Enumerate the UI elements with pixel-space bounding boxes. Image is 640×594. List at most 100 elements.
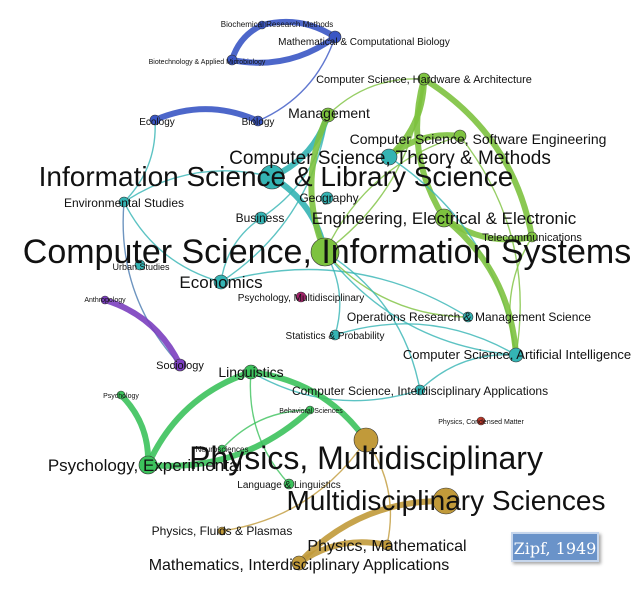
node-label-computer-science-interdisciplinary-applications: Computer Science, Interdisciplinary Appl… <box>292 384 548 398</box>
node-physics-condensed-matter[interactable] <box>476 416 486 426</box>
edge-csinter-csai <box>419 353 517 391</box>
node-ecology[interactable] <box>149 114 161 126</box>
node-physics-multidisciplinary[interactable] <box>353 427 379 453</box>
node-computer-science-software-engineering[interactable] <box>453 129 467 143</box>
node-label-physics-condensed-matter: Physics, Condensed Matter <box>438 419 524 426</box>
node-label-geography: Geography <box>299 191 358 205</box>
node-information-science-library-science[interactable] <box>259 164 285 190</box>
node-statistics-probability[interactable] <box>329 329 341 341</box>
node-computer-science-hardware-architecture[interactable] <box>417 72 431 86</box>
node-computer-science-theory-methods[interactable] <box>380 148 398 166</box>
edge-management-cshw <box>327 78 425 116</box>
node-operations-research-management-science[interactable] <box>462 311 474 323</box>
node-management[interactable] <box>320 107 336 123</box>
node-physics-mathematical[interactable] <box>381 539 393 551</box>
node-label-computer-science-artificial-intelligence: Computer Science, Artificial Intelligenc… <box>403 347 631 362</box>
node-label-anthropology: Anthropology <box>84 297 126 304</box>
node-computer-science-information-systems[interactable] <box>310 237 340 267</box>
node-label-management: Management <box>288 105 370 121</box>
node-label-computer-science-software-engineering: Computer Science, Software Engineering <box>350 131 607 147</box>
node-label-telecommunications: Telecommunications <box>482 232 582 244</box>
edge-telecom-csai <box>509 236 533 356</box>
node-label-biology: Biology <box>242 117 275 128</box>
node-psychology-multidisciplinary[interactable] <box>295 291 307 303</box>
edge-ecology-envst <box>123 119 156 203</box>
node-label-urban-studies: Urban Studies <box>112 262 170 272</box>
node-label-business: Business <box>236 211 285 225</box>
edge-cshw-telecom <box>421 76 535 240</box>
node-label-behavioral-sciences: Behavioral Sciences <box>279 408 343 415</box>
node-label-biotechnology-applied-microbiology: Biotechnology & Applied Microbiology <box>149 59 266 66</box>
label-layer: Biochemical Research MethodsMathematical… <box>23 20 631 574</box>
edge-csis-orms <box>324 251 469 318</box>
node-language-linguistics[interactable] <box>283 478 295 490</box>
edge-csis-csse <box>324 135 461 253</box>
edge-anthro-socio <box>102 297 183 368</box>
node-sociology[interactable] <box>173 358 187 372</box>
node-mathematical-computational-biology[interactable] <box>328 30 342 44</box>
node-layer <box>100 20 538 571</box>
node-label-operations-research-management-science: Operations Research & Management Science <box>347 310 591 324</box>
node-geography[interactable] <box>320 191 334 205</box>
edge-psyexp-behav <box>145 407 313 469</box>
edge-eee-csai <box>441 215 519 358</box>
node-label-computer-science-information-systems: Computer Science, Information Systems <box>23 233 631 271</box>
node-label-psychology-experimental: Psychology, Experimental <box>48 456 242 475</box>
node-label-psychology-multidisciplinary: Psychology, Multidisciplinary <box>238 293 365 304</box>
node-computer-science-artificial-intelligence[interactable] <box>508 347 524 363</box>
node-environmental-studies[interactable] <box>118 196 130 208</box>
node-label-physics-fluids-plasmas: Physics, Fluids & Plasmas <box>152 524 293 538</box>
node-label-computer-science-theory-methods: Computer Science, Theory & Methods <box>229 148 551 169</box>
node-urban-studies[interactable] <box>134 259 146 271</box>
node-label-ecology: Ecology <box>139 117 175 128</box>
node-biochemical-research-methods[interactable] <box>257 20 267 30</box>
node-economics[interactable] <box>213 274 229 290</box>
node-linguistics[interactable] <box>243 364 259 380</box>
node-multidisciplinary-sciences[interactable] <box>432 487 460 515</box>
node-computer-science-interdisciplinary-applications[interactable] <box>414 384 426 396</box>
node-behavioral-sciences[interactable] <box>305 405 315 415</box>
edge-biotech-mathcomp <box>229 34 338 66</box>
node-physics-fluids-plasmas[interactable] <box>217 526 227 536</box>
node-label-mathematical-computational-biology: Mathematical & Computational Biology <box>278 37 450 48</box>
node-mathematics-interdisciplinary-applications[interactable] <box>291 555 307 571</box>
node-business[interactable] <box>254 211 268 225</box>
edge-stats-csai <box>334 323 517 356</box>
edge-cshw-eee <box>414 76 447 221</box>
edge-csse-csai <box>459 135 521 356</box>
edge-biochem-mathcomp <box>259 18 338 40</box>
node-biology[interactable] <box>252 115 264 127</box>
node-label-psychology: Psychology <box>103 393 139 400</box>
edge-ecology-biology <box>152 106 261 124</box>
node-engineering-electrical-electronic[interactable] <box>434 208 454 228</box>
edge-mathinter-multisci <box>296 497 449 566</box>
edge-csinter-ling <box>250 371 421 402</box>
node-anthropology[interactable] <box>100 295 110 305</box>
edge-envst-econ <box>123 201 222 283</box>
node-label-linguistics: Linguistics <box>218 364 283 380</box>
edge-neuro-behav <box>221 409 311 450</box>
node-psychology[interactable] <box>116 390 126 400</box>
node-label-engineering-electrical-electronic: Engineering, Electrical & Electronic <box>312 209 577 228</box>
node-telecommunications[interactable] <box>526 231 538 243</box>
node-label-information-science-library-science: Information Science & Library Science <box>39 161 514 192</box>
node-biotechnology-applied-microbiology[interactable] <box>226 54 238 66</box>
citation-badge: Zipf, 1949 <box>511 532 599 562</box>
node-label-computer-science-hardware-architecture: Computer Science, Hardware & Architectur… <box>316 74 532 86</box>
edge-ling-physmulti <box>248 369 369 443</box>
node-label-sociology: Sociology <box>156 360 204 372</box>
edge-management-csis <box>308 112 331 255</box>
edge-biology-mathcomp <box>257 36 336 122</box>
edge-envst-socio <box>122 201 181 366</box>
edge-mathinter-physmath <box>296 539 390 566</box>
node-label-language-linguistics: Language & Linguistics <box>237 480 340 491</box>
edge-ling-langling <box>249 371 290 485</box>
node-psychology-experimental[interactable] <box>138 455 158 475</box>
edge-econ-business <box>220 217 262 283</box>
node-neurosciences[interactable] <box>217 444 227 454</box>
edge-fluids-physmulti <box>221 439 367 532</box>
node-label-mathematics-interdisciplinary-applications: Mathematics, Interdisciplinary Applicati… <box>149 557 450 574</box>
node-label-economics: Economics <box>179 273 262 292</box>
edge-envst-infosci <box>123 170 273 203</box>
